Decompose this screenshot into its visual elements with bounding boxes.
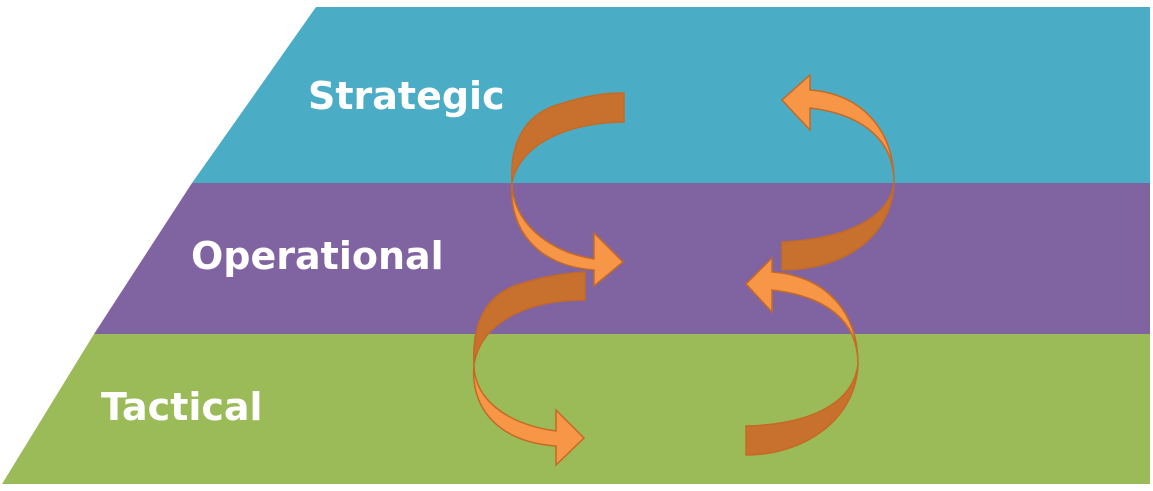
arrow-band-front [510,181,625,288]
operational-layer [94,183,1150,334]
tactical-layer [2,334,1150,484]
strategic-layer [192,7,1150,183]
arrow-band-back [745,363,859,456]
arrow-band-back [473,271,586,365]
downward-spiral-arrow-upper [510,92,625,288]
downward-spiral-arrow-lower [472,271,586,467]
arrow-band-front [780,73,895,183]
arrow-band-front [744,256,859,365]
upward-spiral-arrow-lower [744,256,859,456]
arrow-band-back [511,92,625,183]
upward-spiral-arrow-upper [780,73,895,271]
arrow-band-front [472,363,586,467]
tactical-label: Tactical [101,385,263,429]
arrow-band-back [781,181,895,271]
operational-label: Operational [191,234,444,278]
strategic-label: Strategic [308,74,505,118]
